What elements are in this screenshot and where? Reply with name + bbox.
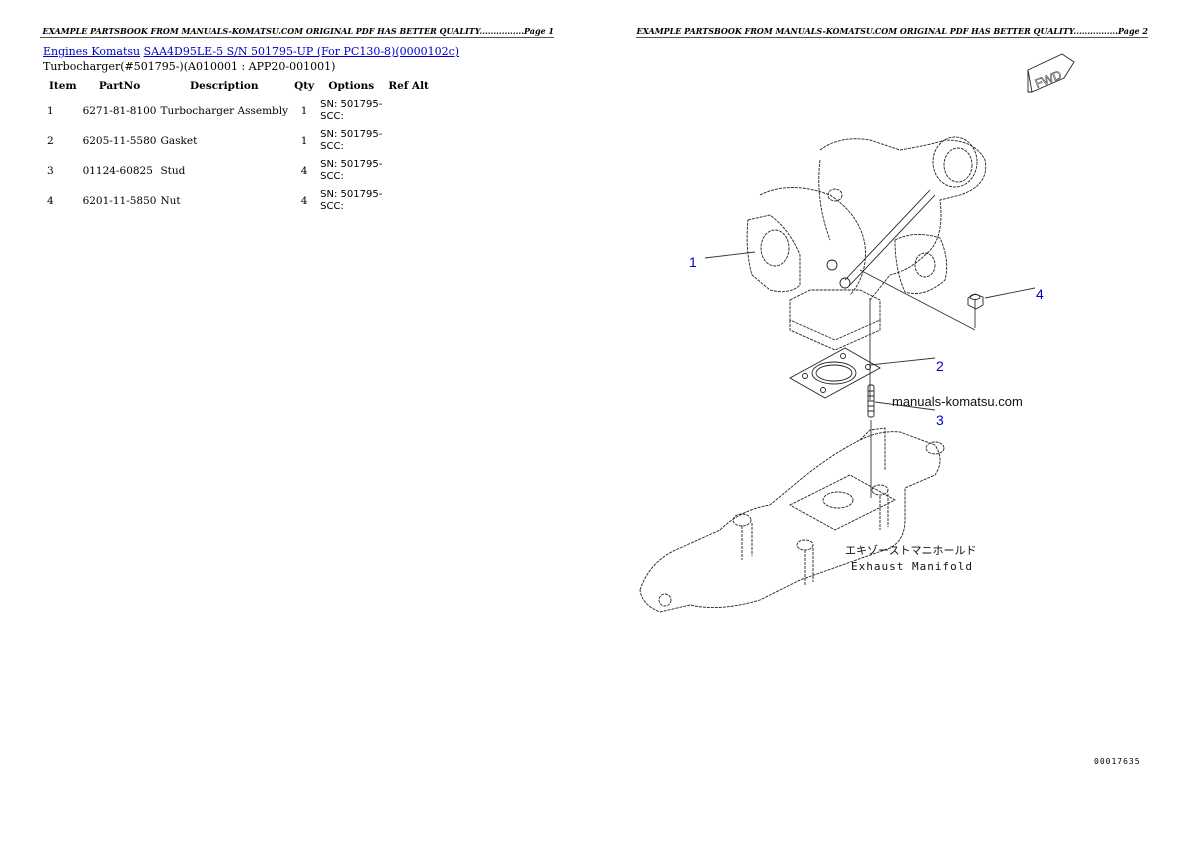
exhaust-manifold-drawing	[639, 427, 945, 613]
options-scc: SCC:	[320, 201, 344, 212]
col-options: Options	[328, 80, 375, 92]
cell-qty: 4	[300, 165, 308, 177]
watermark-text: manuals-komatsu.com	[892, 394, 1023, 409]
breadcrumb-link-engines-komatsu[interactable]: Engines Komatsu	[43, 45, 141, 58]
cell-description: Turbocharger Assembly	[160, 105, 289, 117]
turbocharger-drawing	[746, 136, 987, 351]
cell-qty: 4	[300, 195, 308, 207]
options-sn: SN: 501795-	[320, 189, 383, 200]
cell-options: SN: 501795-SCC:	[318, 156, 384, 186]
section-title: Turbocharger(#501795-)(A010001 : APP20-0…	[43, 60, 336, 73]
label-exhaust-manifold: Exhaust Manifold	[851, 560, 973, 573]
nut-drawing	[967, 293, 984, 310]
cell-refalt	[384, 156, 433, 186]
exploded-parts-diagram: FWD	[639, 53, 1075, 613]
col-partno: PartNo	[98, 80, 141, 92]
options-scc: SCC:	[320, 111, 344, 122]
cell-partno: 6205-11-5580	[82, 135, 157, 147]
cell-qty: 1	[300, 135, 308, 147]
cell-description: Nut	[160, 195, 181, 207]
cell-partno: 6201-11-5850	[82, 195, 157, 207]
cell-qty: 1	[300, 105, 308, 117]
table-row: 4 6201-11-5850 Nut 4 SN: 501795-SCC:	[45, 186, 433, 216]
cell-item: 3	[47, 165, 54, 177]
options-scc: SCC:	[320, 171, 344, 182]
table-header-row: Item PartNo Description Qty Options Ref …	[45, 76, 433, 96]
cell-partno: 6271-81-8100	[82, 105, 157, 117]
callout-2: 2	[936, 358, 944, 374]
table-row: 3 01124-60825 Stud 4 SN: 501795-SCC:	[45, 156, 433, 186]
callout-4: 4	[1036, 286, 1044, 302]
options-scc: SCC:	[320, 141, 344, 152]
table-row: 2 6205-11-5580 Gasket 1 SN: 501795-SCC:	[45, 126, 433, 156]
breadcrumb-link-model[interactable]: SAA4D95LE-5 S/N 501795-UP (For PC130-8)(…	[143, 45, 460, 58]
col-refalt: Ref Alt	[388, 80, 429, 92]
drawing-serial-number: 00017635	[1094, 757, 1141, 766]
options-sn: SN: 501795-	[320, 159, 383, 170]
cell-description: Stud	[160, 165, 186, 177]
callout-1: 1	[689, 254, 697, 270]
col-qty: Qty	[294, 80, 315, 92]
cell-options: SN: 501795-SCC:	[318, 186, 384, 216]
parts-table: Item PartNo Description Qty Options Ref …	[45, 76, 433, 216]
cell-item: 4	[47, 195, 54, 207]
options-sn: SN: 501795-	[320, 129, 383, 140]
cell-refalt	[384, 96, 433, 126]
page-1-header: EXAMPLE PARTSBOOK FROM MANUALS-KOMATSU.C…	[40, 25, 554, 38]
callout-3: 3	[936, 412, 944, 428]
cell-refalt	[384, 126, 433, 156]
options-sn: SN: 501795-	[320, 99, 383, 110]
col-description: Description	[190, 80, 259, 92]
cell-options: SN: 501795-SCC:	[318, 96, 384, 126]
col-item: Item	[49, 80, 77, 92]
svg-text:FWD: FWD	[1033, 67, 1064, 90]
cell-options: SN: 501795-SCC:	[318, 126, 384, 156]
cell-item: 2	[47, 135, 54, 147]
label-japanese: エキゾーストマニホールド	[845, 544, 976, 557]
cell-item: 1	[47, 105, 54, 117]
stud-drawing	[867, 384, 875, 418]
fwd-arrow-icon: FWD	[1027, 53, 1075, 93]
table-row: 1 6271-81-8100 Turbocharger Assembly 1 S…	[45, 96, 433, 126]
cell-partno: 01124-60825	[82, 165, 153, 177]
gasket-drawing	[789, 347, 881, 399]
breadcrumb: Engines Komatsu SAA4D95LE-5 S/N 501795-U…	[43, 45, 459, 58]
cell-description: Gasket	[160, 135, 198, 147]
cell-refalt	[384, 186, 433, 216]
page-2-header: EXAMPLE PARTSBOOK FROM MANUALS-KOMATSU.C…	[636, 26, 1148, 38]
